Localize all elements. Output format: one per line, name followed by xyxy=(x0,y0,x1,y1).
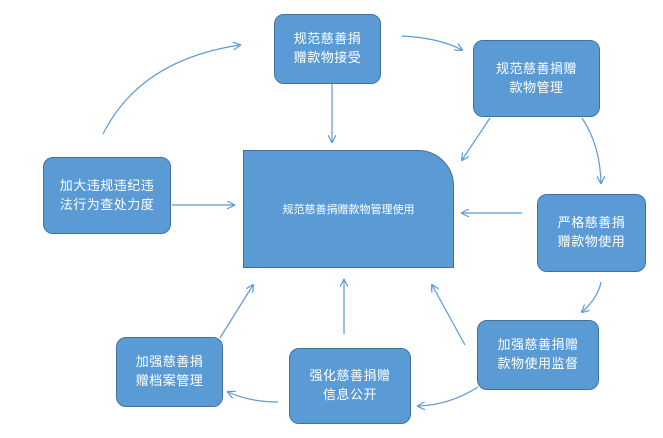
node-accept-line2: 赠款物接受 xyxy=(293,51,362,66)
node-disclose: 强化慈善捐赠 信息公开 xyxy=(289,348,411,424)
arrow-enforce-to-accept xyxy=(102,45,240,135)
node-enforce-line1: 加大违规违纪违 xyxy=(59,178,155,194)
node-supervise-line1: 加强慈善捐赠 xyxy=(497,338,579,353)
arrow-use-to-supervise xyxy=(582,281,602,312)
node-supervise: 加强慈善捐赠 款物使用监督 xyxy=(477,320,599,390)
arrow-supervise-to-disclose xyxy=(418,386,479,406)
node-use-line2: 赠款物使用 xyxy=(557,235,626,250)
node-disclose-line2: 信息公开 xyxy=(322,388,377,403)
arrow-supervise-to-center xyxy=(432,285,466,346)
node-archive-line2: 赠档案管理 xyxy=(135,374,204,389)
node-enforce: 加大违规违纪违 法行为查处力度 xyxy=(43,157,171,234)
node-archive: 加强慈善捐 赠档案管理 xyxy=(116,337,223,407)
arrow-accept-to-manage xyxy=(401,35,462,50)
arrow-archive-to-center xyxy=(219,285,253,339)
node-use-line1: 严格慈善捐 xyxy=(557,216,626,231)
node-supervise-line2: 款物使用监督 xyxy=(497,357,579,372)
node-disclose-line1: 强化慈善捐赠 xyxy=(309,369,391,384)
node-manage-line1: 规范慈善捐赠 xyxy=(495,61,577,77)
node-archive-line1: 加强慈善捐 xyxy=(135,355,204,370)
node-enforce-line2: 法行为查处力度 xyxy=(59,197,155,213)
arrow-manage-to-center xyxy=(462,117,491,160)
node-manage-line2: 款物管理 xyxy=(509,80,564,96)
node-manage: 规范慈善捐赠 款物管理 xyxy=(473,40,600,117)
arrow-disclose-to-archive xyxy=(228,392,279,403)
arrow-manage-to-use xyxy=(581,117,601,183)
node-accept-line1: 规范慈善捐 xyxy=(293,32,362,47)
node-accept: 规范慈善捐 赠款物接受 xyxy=(274,14,381,84)
center-node: 规范慈善捐赠款物管理使用 xyxy=(243,150,454,268)
node-use: 严格慈善捐 赠款物使用 xyxy=(537,194,646,272)
center-node-label: 规范慈善捐赠款物管理使用 xyxy=(282,203,415,216)
